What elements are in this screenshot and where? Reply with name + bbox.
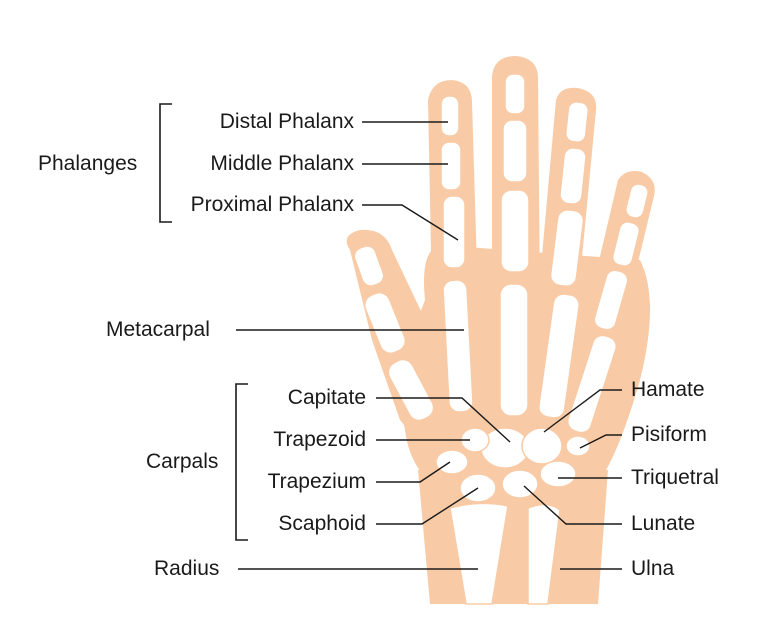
brackets (159, 103, 248, 541)
middle-middle-bone (502, 119, 528, 183)
label-lunate: Lunate (631, 512, 696, 535)
thumb-proximal-bone (363, 291, 407, 355)
phalanges-bracket (159, 103, 172, 223)
thumb-distal-bone (353, 245, 385, 287)
leader-proximal-phalanx (362, 204, 459, 241)
label-distal-phalanx: Distal Phalanx (219, 110, 354, 133)
little-distal-bone (625, 183, 649, 219)
label-capitate: Capitate (287, 386, 366, 409)
carpals-bracket (235, 383, 248, 541)
label-middle-phalanx: Middle Phalanx (210, 152, 354, 175)
radius-bone (449, 502, 509, 605)
leader-lunate (523, 485, 622, 525)
label-radius: Radius (154, 557, 220, 580)
ring-distal-bone (565, 101, 589, 143)
label-trapezoid: Trapezoid (273, 428, 366, 451)
middle-distal-bone (504, 73, 526, 115)
label-trapezium: Trapezium (267, 470, 366, 493)
index-middle-bone (440, 141, 462, 191)
trapezium-bone (435, 449, 469, 475)
leader-hamate (543, 389, 622, 433)
label-triquetral: Triquetral (631, 466, 719, 489)
group-label-phalanges: Phalanges (38, 152, 138, 175)
ring-middle-bone (559, 147, 587, 205)
label-hamate: Hamate (631, 378, 705, 401)
bones (353, 73, 649, 605)
group-label-carpals: Carpals (146, 450, 219, 473)
pisiform-bone (565, 435, 591, 457)
hamate-bone (521, 427, 563, 465)
middle-proximal-bone (500, 189, 530, 273)
thumb-metacarpal-bone (387, 358, 435, 422)
label-metacarpal: Metacarpal (106, 318, 210, 341)
middle-metacarpal-bone (499, 283, 529, 417)
ulna-bone (527, 503, 561, 605)
index-distal-bone (440, 95, 460, 137)
little-middle-bone (611, 221, 641, 267)
leader-scaphoid (376, 487, 479, 525)
ring-metacarpal-bone (538, 293, 580, 419)
label-pisiform: Pisiform (631, 423, 707, 446)
little-metacarpal-bone (566, 334, 618, 434)
label-proximal-phalanx: Proximal Phalanx (190, 193, 354, 216)
label-scaphoid: Scaphoid (278, 512, 366, 535)
triquetral-bone (539, 460, 577, 488)
index-proximal-bone (442, 195, 466, 269)
leader-trapezium (376, 461, 451, 483)
leader-pisiform (579, 434, 622, 449)
little-proximal-bone (593, 269, 629, 331)
index-metacarpal-bone (442, 279, 474, 413)
ring-proximal-bone (549, 209, 585, 287)
label-ulna: Ulna (631, 557, 675, 580)
leader-lines (236, 121, 622, 570)
leader-capitate (376, 397, 511, 443)
